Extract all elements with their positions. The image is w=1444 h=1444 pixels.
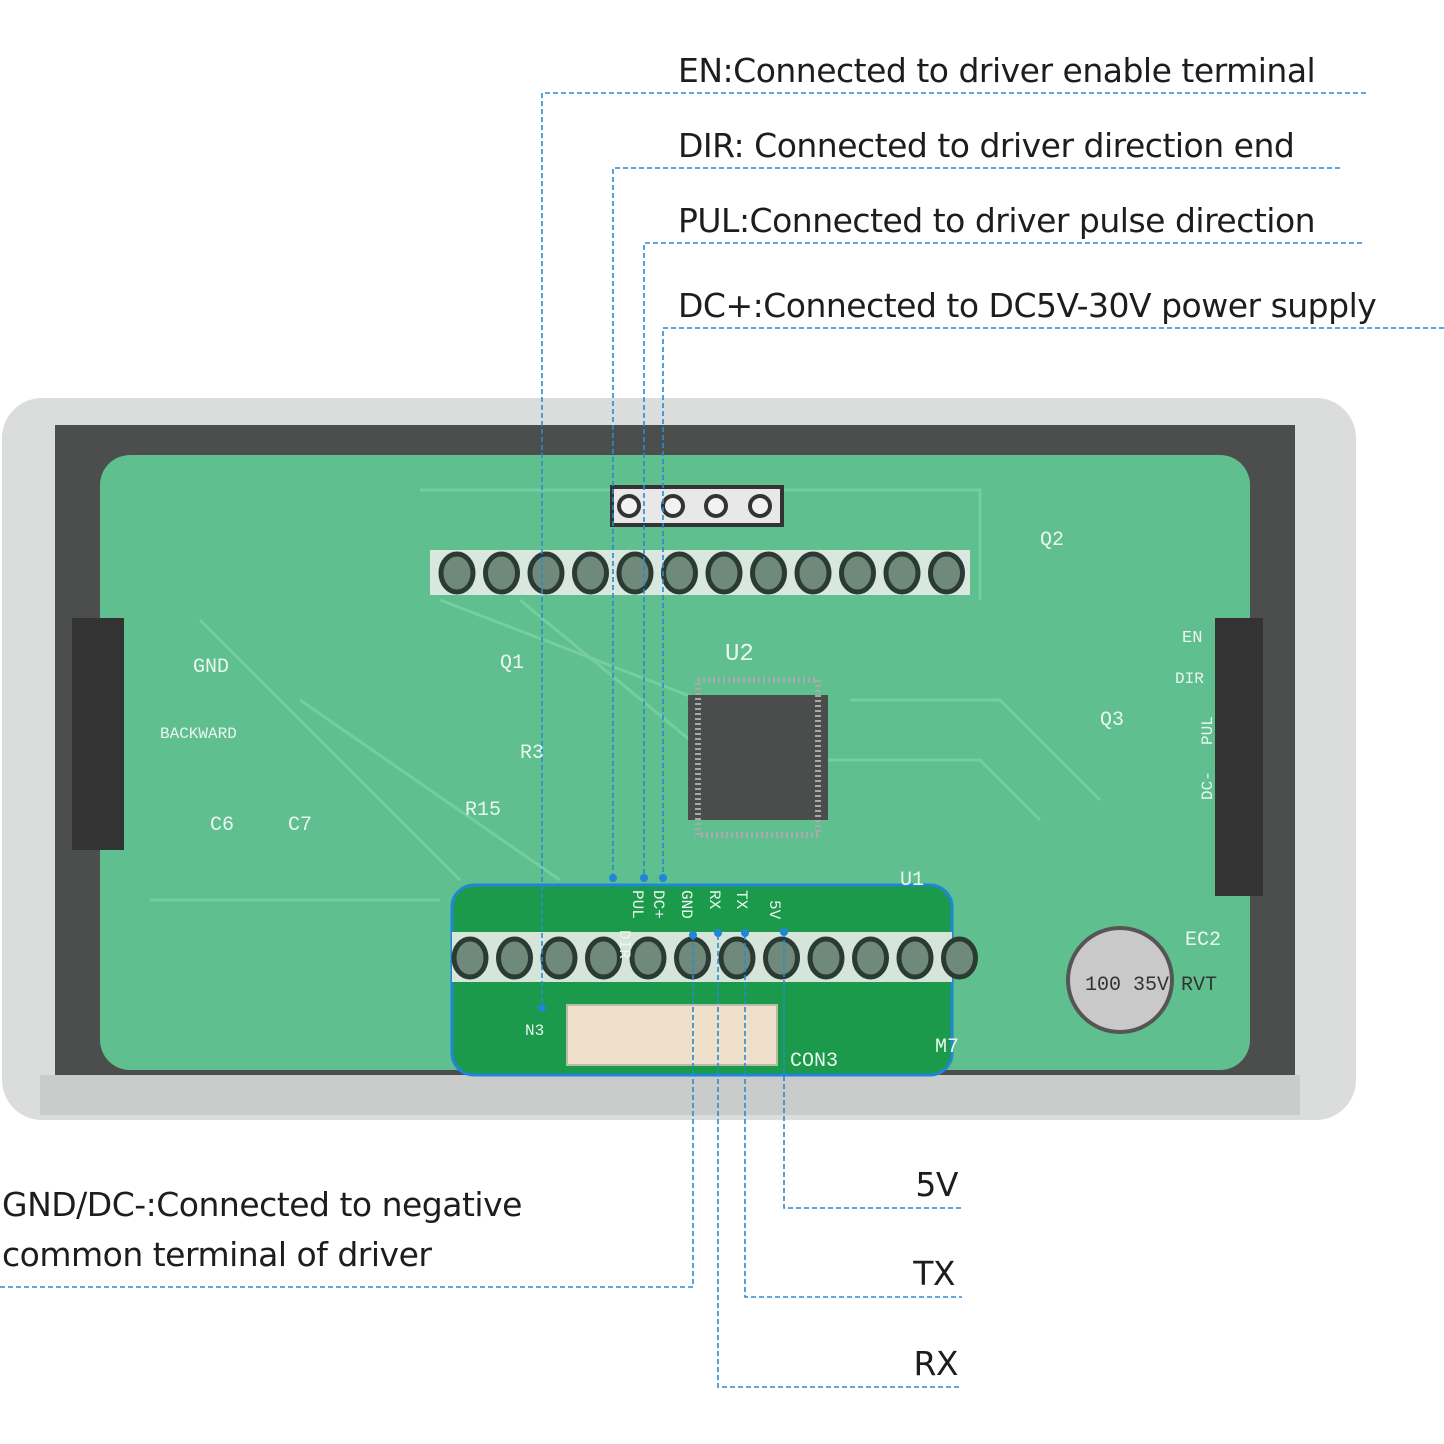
label-u2: U2 [725,641,754,668]
solder-pad [718,936,756,980]
pcb-board [100,455,1250,1070]
label-q1: Q1 [500,652,524,675]
solder-pad [763,936,800,980]
solder-pad [928,551,965,595]
right-connector [1215,618,1263,896]
top-header-pins [438,551,965,595]
side-dc-label: DC- [1199,771,1217,800]
callout-pul: PUL:Connected to driver pulse direction [678,201,1315,240]
label-n3: N3 [525,1022,544,1040]
label-gnd: GND [193,656,229,679]
callout-dcplus: DC+:Connected to DC5V-30V power supply [678,286,1376,325]
callout-rx: RX [913,1344,958,1383]
side-dir-label: DIR [1175,670,1204,688]
pin-label-5v: 5V [765,900,783,920]
solder-pad [839,551,876,595]
callout-dir: DIR: Connected to driver direction end [678,126,1294,165]
solder-pad [750,551,787,595]
label-u1: U1 [900,869,924,892]
solder-pad [629,936,667,980]
callout-5v: 5V [915,1165,958,1204]
label-con3: CON3 [790,1050,838,1073]
solder-pad [794,551,832,595]
solder-pad [585,936,622,980]
solder-pad [540,936,578,980]
mcu-chip [688,695,828,820]
solder-pad [572,551,609,595]
solder-pad [852,936,889,980]
bottom-header-pins [451,936,978,980]
pin-label-gnd: GND [677,890,695,919]
leader-lines [0,92,1444,1388]
side-pul-label: PUL [1199,716,1217,745]
pin-label-rx: RX [705,890,723,910]
label-r15: R15 [465,799,501,822]
callout-tx: TX [912,1254,955,1293]
solder-pad [616,551,654,595]
pin-label-dcp: DC+ [649,890,667,919]
jst-connector [566,1004,778,1066]
solder-pad [483,551,520,595]
solder-pad [941,936,978,980]
side-en: EN [1182,629,1202,648]
solder-pad [807,936,845,980]
capacitor-label: 100 35V RVT [1085,974,1217,997]
solder-pad [661,551,698,595]
pin-label-tx: TX [732,890,750,910]
callout-gnd-line1: GND/DC-:Connected to negative [2,1185,522,1224]
callout-gnd-line2: common terminal of driver [2,1235,432,1274]
solder-pad [883,551,921,595]
label-backward: BACKWARD [160,725,237,743]
solder-pad [496,936,533,980]
left-connector [72,618,124,850]
callout-en: EN:Connected to driver enable terminal [678,51,1315,90]
solder-pad [527,551,565,595]
capacitor [1066,926,1174,1034]
pin-dots [538,874,788,1012]
pin-label-pul2: PUL [628,890,646,919]
label-ec2: EC2 [1185,929,1221,952]
label-q3: Q3 [1100,709,1124,732]
pin-label-dir: DIR [615,930,633,959]
label-c7: C7 [288,814,312,837]
solder-pad [438,551,476,595]
label-q2: Q2 [1040,529,1064,552]
solder-pad [705,551,743,595]
solder-pad [896,936,934,980]
label-m7: M7 [935,1036,959,1059]
solder-pad [451,936,489,980]
label-r3: R3 [520,742,544,765]
label-c6: C6 [210,814,234,837]
